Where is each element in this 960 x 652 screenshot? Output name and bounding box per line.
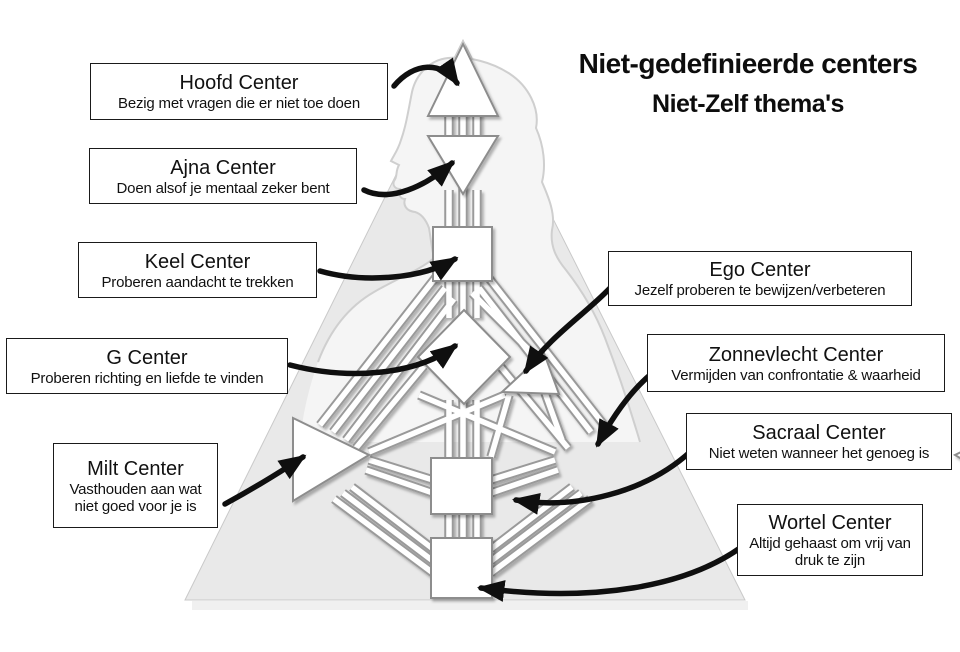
callout-description: Niet weten wanneer het genoeg is (708, 445, 930, 463)
arrow-to-ajna-center (361, 160, 456, 198)
silhouette-outline (317, 56, 641, 443)
arrow-to-zonnevlecht-center (595, 372, 653, 448)
arrow-to-ego-center (523, 283, 615, 375)
callout-description: Proberen richting en liefde te vinden (30, 369, 264, 387)
arrow-to-hoofd-center (391, 57, 460, 89)
callout-wortel-center: Wortel Center Altijd gehaast om vrij van… (737, 504, 923, 576)
callout-description: Altijd gehaast om vrij van druk te zijn (749, 535, 911, 569)
callout-description: Jezelf proberen te bewijzen/verbeteren (634, 282, 886, 300)
callout-title: Ajna Center (170, 156, 276, 179)
callout-hoofd-center: Hoofd Center Bezig met vragen die er nie… (90, 63, 388, 120)
sacraal-center-shape (430, 457, 493, 515)
arrow-to-keel-center (317, 256, 459, 281)
callout-ego-center: Ego Center Jezelf proberen te bewijzen/v… (608, 251, 912, 306)
arrow-to-sacraal-center (511, 449, 693, 515)
callout-milt-center: Milt Center Vasthouden aan wat niet goed… (53, 443, 218, 528)
callout-keel-center: Keel Center Proberen aandacht te trekken (78, 242, 317, 298)
callout-title: Keel Center (144, 250, 251, 273)
callout-arrows (222, 57, 743, 602)
page-title-line1: Niet-gedefinieerde centers (578, 48, 918, 79)
callout-title: Sacraal Center (752, 422, 886, 445)
callout-ajna-center: Ajna Center Doen alsof je mentaal zeker … (89, 148, 357, 204)
callout-title: Milt Center (87, 457, 184, 480)
callout-description: Proberen aandacht te trekken (101, 273, 294, 291)
callout-description: Doen alsof je mentaal zeker bent (116, 179, 330, 197)
callout-description: Vasthouden aan wat niet goed voor je is (69, 480, 202, 515)
triangle-base-shadow (192, 601, 748, 610)
callout-description: Vermijden van confrontatie & waarheid (671, 366, 921, 384)
callout-title: G Center (106, 346, 188, 369)
callout-zonnevlecht-center: Zonnevlecht Center Vermijden van confron… (647, 334, 945, 392)
callout-description: Bezig met vragen die er niet toe doen (118, 95, 360, 113)
keel-center-shape (432, 226, 493, 282)
callout-sacraal-center: Sacraal Center Niet weten wanneer het ge… (686, 413, 952, 470)
zonnevlecht-center-shape (952, 451, 960, 460)
callout-title: Ego Center (709, 259, 811, 282)
page-title-line2: Niet-Zelf thema's (652, 89, 844, 118)
arrow-to-wortel-center (476, 545, 743, 602)
arrow-to-milt-center (222, 454, 307, 507)
callout-g-center: G Center Proberen richting en liefde te … (6, 338, 288, 394)
callout-title: Zonnevlecht Center (708, 343, 884, 366)
centers (292, 41, 960, 599)
callout-title: Wortel Center (768, 512, 892, 535)
page-title: Niet-gedefinieerde centers Niet-Zelf the… (552, 48, 944, 119)
g-center-shape (416, 308, 512, 406)
channels (316, 109, 608, 577)
arrow-to-g-center (287, 343, 459, 377)
callout-title: Hoofd Center (179, 72, 299, 95)
